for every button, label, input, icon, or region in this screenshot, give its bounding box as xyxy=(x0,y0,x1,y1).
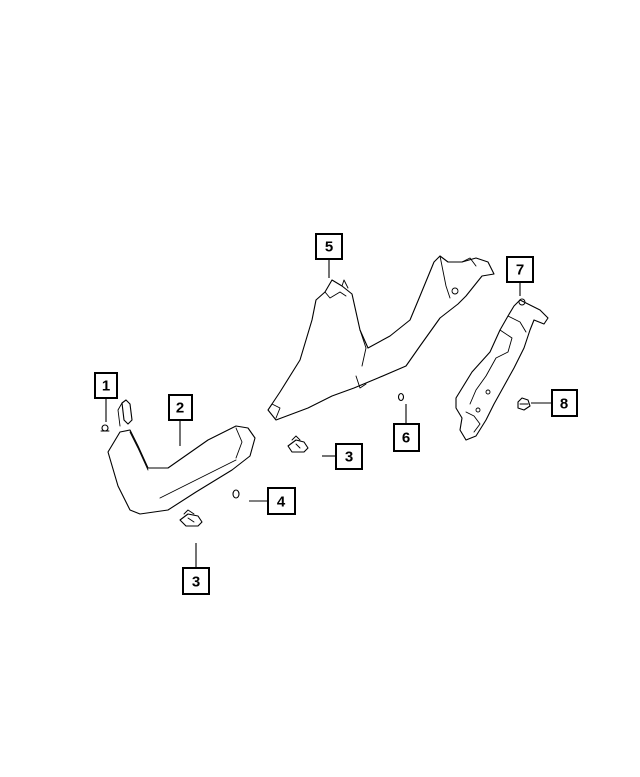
part-2-sill-trim xyxy=(107,425,256,515)
callout-4-label: 4 xyxy=(277,494,286,511)
part-7-bracket xyxy=(455,298,549,441)
callout-8: 8 xyxy=(551,389,578,417)
callout-5-label: 5 xyxy=(325,239,333,256)
callout-8-label: 8 xyxy=(560,396,568,413)
part-3-clip-upper xyxy=(287,435,309,453)
part-8-retainer xyxy=(517,397,531,411)
callout-3-upper-label: 3 xyxy=(345,449,353,466)
callout-7: 7 xyxy=(506,256,534,283)
callout-2: 2 xyxy=(168,394,193,421)
part-2-clip xyxy=(117,399,133,427)
callout-3-lower: 3 xyxy=(182,567,210,595)
callout-1: 1 xyxy=(94,372,118,399)
callout-7-label: 7 xyxy=(516,262,524,279)
part-6-push-pin xyxy=(397,392,405,402)
part-4-push-pin xyxy=(232,489,240,499)
part-3-clip-lower xyxy=(179,509,203,527)
callout-6-label: 6 xyxy=(402,430,410,447)
callout-6: 6 xyxy=(393,423,420,452)
part-5-pillar-trim xyxy=(267,255,495,421)
callout-1-label: 1 xyxy=(102,378,110,395)
callout-3-lower-label: 3 xyxy=(192,574,200,591)
callout-2-label: 2 xyxy=(176,400,184,417)
part-1-fastener xyxy=(100,424,110,432)
callout-3-upper: 3 xyxy=(335,443,363,470)
callout-5: 5 xyxy=(315,233,343,260)
callout-4: 4 xyxy=(267,487,296,515)
